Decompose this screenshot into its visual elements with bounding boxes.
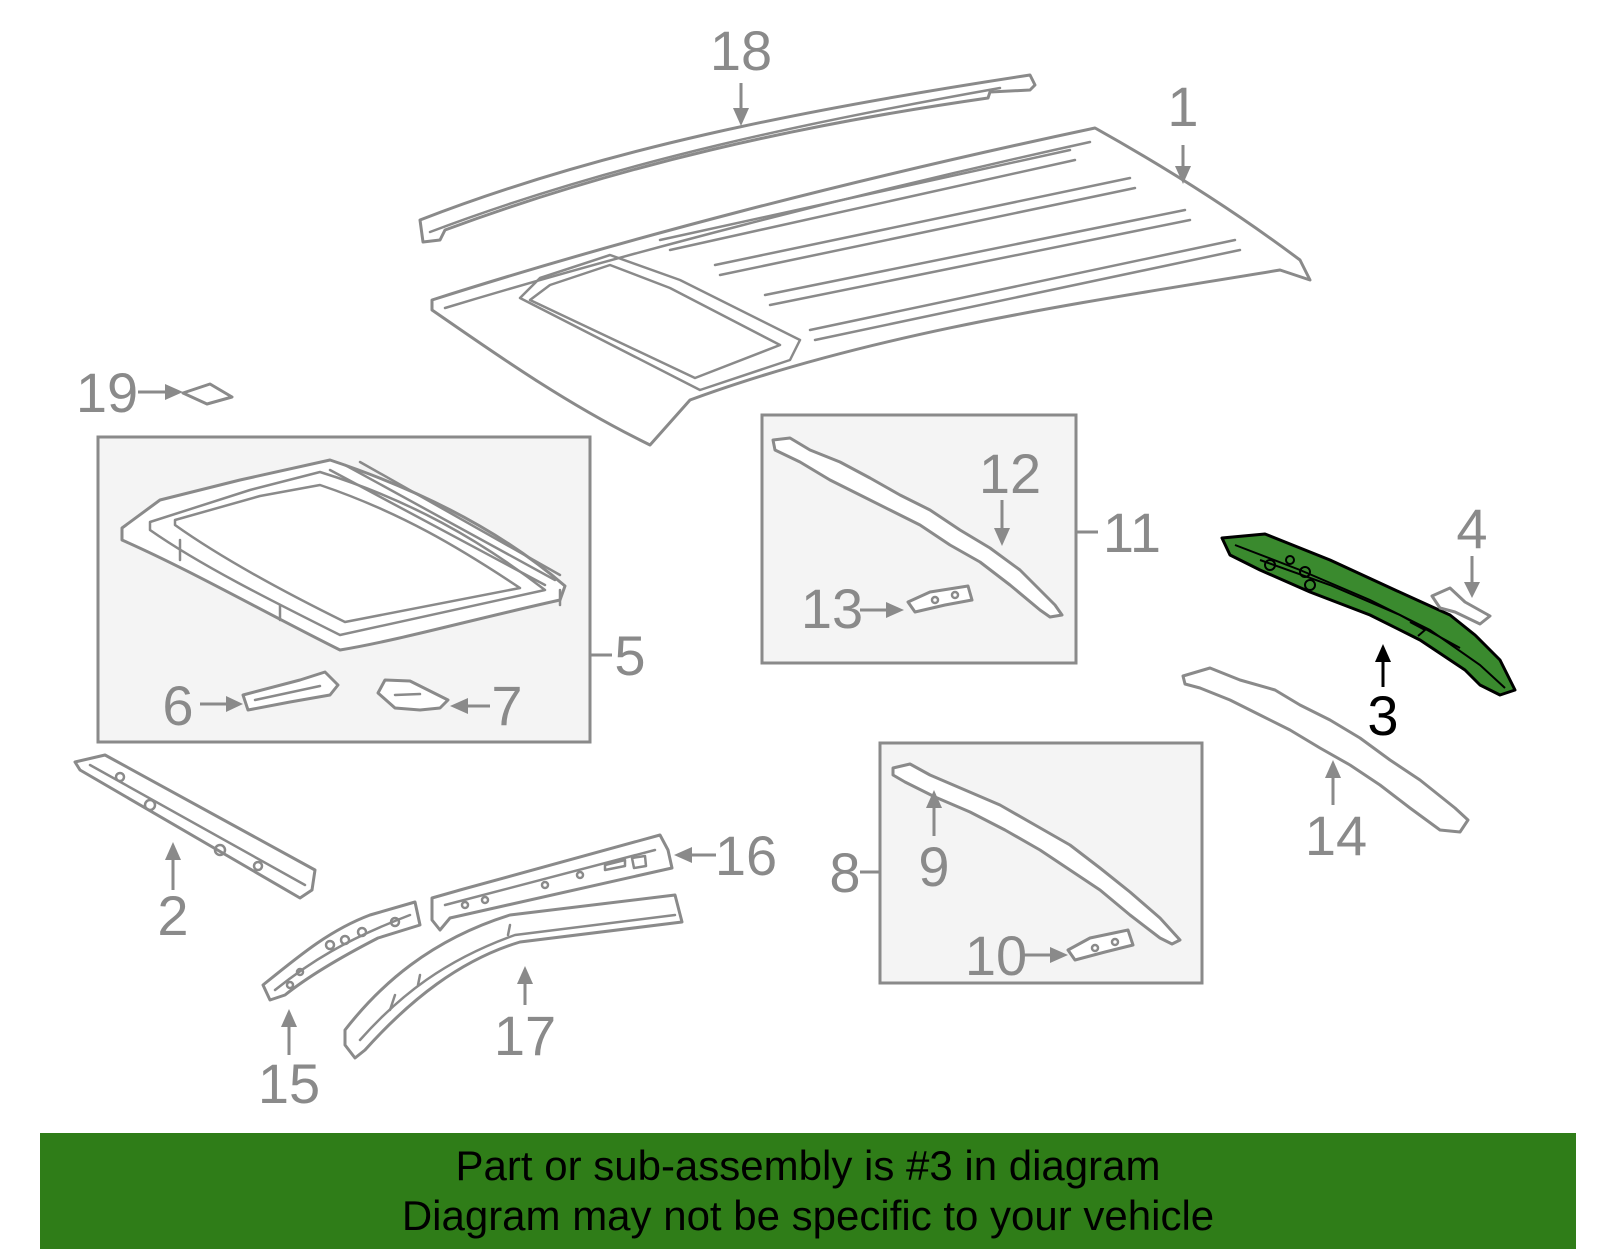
part-16-side-rail	[430, 833, 674, 932]
callout-1: 1	[1167, 75, 1198, 138]
leader-2	[165, 842, 181, 890]
callout-7: 7	[491, 674, 522, 737]
callout-5: 5	[614, 624, 645, 687]
leader-13	[860, 602, 904, 618]
callout-6: 6	[162, 674, 193, 737]
footer-line-part-number: Part or sub-assembly is #3 in diagram	[455, 1142, 1161, 1189]
leader-12	[994, 500, 1010, 546]
part-7-bracket	[376, 678, 450, 712]
callout-2: 2	[157, 884, 188, 947]
callout-9: 9	[918, 835, 949, 898]
leader-10	[1024, 947, 1068, 963]
callout-12: 12	[979, 442, 1041, 505]
part-12-roof-bow	[771, 436, 1064, 619]
leader-1	[1175, 145, 1191, 184]
leader-19	[138, 384, 183, 400]
leader-14	[1325, 760, 1341, 805]
leader-18	[733, 83, 749, 126]
part-4-bracket	[1430, 586, 1492, 626]
leader-7	[450, 698, 490, 714]
leader-6	[200, 696, 243, 712]
callout-10: 10	[965, 924, 1027, 987]
box-group-11	[760, 413, 1078, 665]
footer-banner: Part or sub-assembly is #3 in diagram Di…	[40, 1133, 1576, 1249]
leader-15	[281, 1009, 297, 1055]
footer-line-disclaimer: Diagram may not be specific to your vehi…	[401, 1192, 1215, 1239]
callout-3: 3	[1367, 684, 1398, 747]
callout-14: 14	[1305, 804, 1367, 867]
callout-18: 18	[710, 19, 772, 82]
part-19-plug	[181, 382, 234, 406]
part-15-pillar-reinforcement	[261, 900, 422, 1002]
callout-4: 4	[1456, 497, 1487, 560]
part-9-roof-bow	[891, 762, 1182, 946]
leader-3	[1375, 644, 1391, 687]
callout-19: 19	[76, 361, 138, 424]
callout-17: 17	[494, 1004, 556, 1067]
leader-4	[1464, 556, 1480, 598]
part-1-roof-panel	[430, 126, 1312, 447]
part-6-bracket	[241, 670, 340, 712]
callout-16: 16	[715, 824, 777, 887]
part-18-roof-rail	[418, 73, 1037, 244]
callout-8: 8	[829, 841, 860, 904]
callout-15: 15	[258, 1052, 320, 1115]
leader-9	[926, 790, 942, 836]
part-13-bracket	[906, 584, 974, 614]
part-3-roof-bow-highlighted	[1220, 532, 1517, 697]
part-10-bracket	[1066, 928, 1135, 962]
part-14-roof-bow	[1181, 666, 1470, 834]
part-2-front-header	[73, 753, 317, 900]
leader-16	[674, 847, 716, 863]
part-5-sunroof-frame	[120, 458, 567, 652]
callout-13: 13	[801, 577, 863, 640]
callout-11: 11	[1103, 501, 1161, 564]
part-17-side-rail	[343, 893, 684, 1060]
leader-17	[517, 966, 533, 1005]
